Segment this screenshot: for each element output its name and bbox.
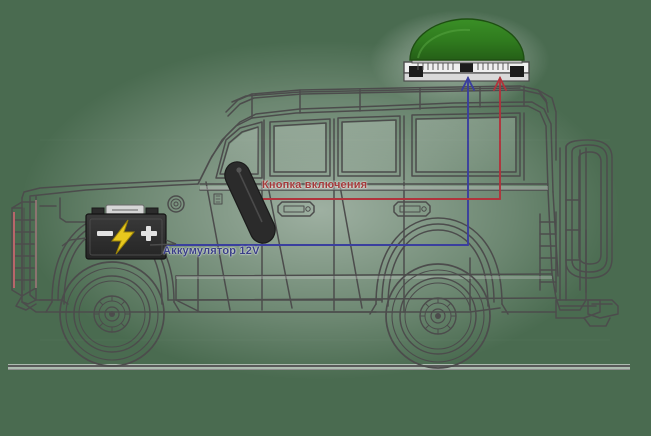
scan-haze <box>20 10 620 380</box>
ground-wire-blue <box>149 75 475 246</box>
power-wire-red <box>257 75 507 200</box>
side-mirror <box>224 161 276 244</box>
door-handle-rear <box>393 201 431 217</box>
battery-12v <box>61 204 177 260</box>
roof-mount-plate <box>403 57 530 82</box>
front-accent-line <box>13 200 37 288</box>
antenna-dome <box>409 18 525 61</box>
body-shading <box>176 186 552 279</box>
door-handle-front <box>277 201 315 217</box>
